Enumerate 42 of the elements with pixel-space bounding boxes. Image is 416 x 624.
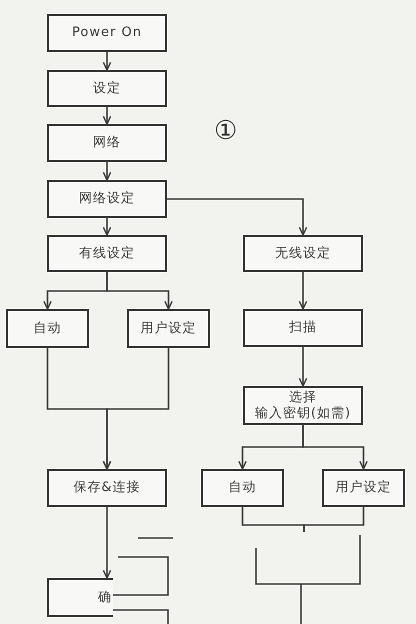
process-box bbox=[47, 14, 167, 52]
process-box bbox=[243, 309, 363, 347]
arrow bbox=[298, 272, 308, 310]
connector-line bbox=[303, 507, 364, 532]
step-label: 网络 bbox=[93, 135, 121, 151]
arrow bbox=[298, 347, 308, 387]
process-box bbox=[47, 70, 167, 107]
step-label: 确 bbox=[98, 590, 112, 606]
step-label: 用户设定 bbox=[140, 320, 196, 336]
arrow bbox=[102, 348, 170, 470]
process-box bbox=[127, 309, 210, 348]
step-label: 保存&连接 bbox=[73, 480, 141, 496]
step-label: 选择 bbox=[289, 390, 317, 406]
arrow bbox=[102, 218, 112, 236]
step-label: 无线设定 bbox=[275, 246, 331, 262]
process-box bbox=[201, 469, 284, 507]
process-box bbox=[47, 124, 167, 162]
process-box bbox=[47, 469, 167, 507]
step-label: 网络设定 bbox=[79, 191, 135, 207]
arrow bbox=[102, 507, 112, 579]
callout-number: ① bbox=[214, 117, 237, 145]
step-label: 输入密钥(如需) bbox=[254, 406, 352, 422]
step-label: 用户设定 bbox=[336, 480, 392, 496]
arrow bbox=[167, 198, 308, 236]
step-label: Power On bbox=[72, 25, 142, 41]
arrow bbox=[106, 272, 173, 310]
step-label: 有线设定 bbox=[79, 246, 135, 262]
step-label: 自动 bbox=[228, 480, 256, 496]
step-label: 扫描 bbox=[289, 320, 317, 336]
process-box bbox=[6, 309, 89, 348]
arrow bbox=[302, 425, 368, 470]
process-box bbox=[47, 235, 167, 272]
process-box bbox=[47, 578, 113, 617]
step-label: 自动 bbox=[34, 320, 62, 336]
process-box bbox=[322, 469, 405, 507]
arrow bbox=[102, 107, 112, 125]
process-box bbox=[243, 386, 363, 425]
step-label: 设定 bbox=[93, 80, 121, 96]
arrow bbox=[102, 162, 112, 181]
process-box bbox=[243, 235, 363, 272]
process-box bbox=[47, 180, 167, 218]
arrow bbox=[102, 52, 112, 71]
